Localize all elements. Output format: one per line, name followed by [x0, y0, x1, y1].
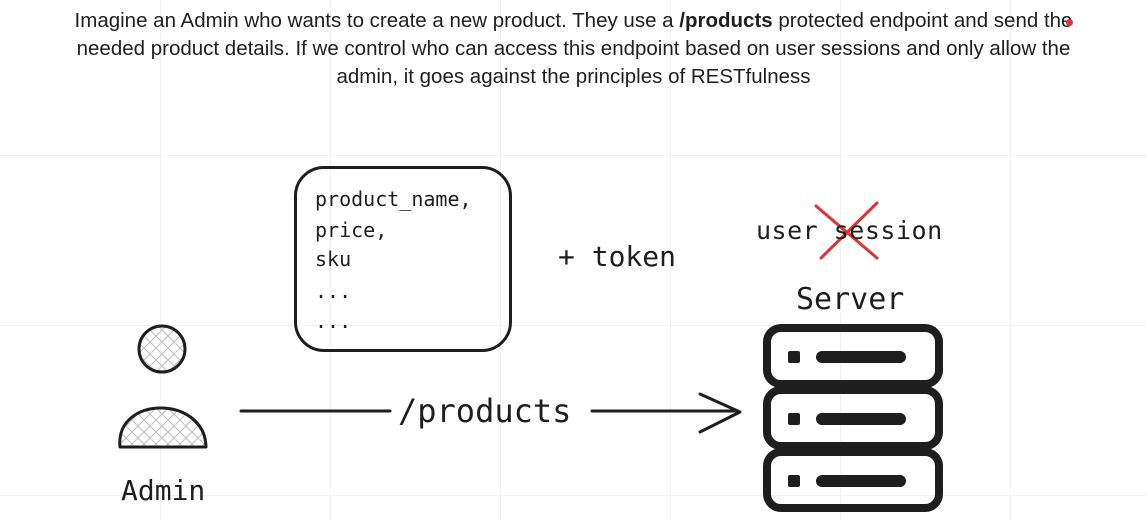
user-session-label: user session — [756, 216, 943, 245]
server-rack-icon — [763, 324, 943, 512]
caption-line-1-before: Imagine an Admin who wants to create a n… — [74, 9, 680, 32]
caption: Imagine an Admin who wants to create a n… — [0, 7, 1147, 91]
payload-field: price, — [315, 218, 388, 242]
admin-label: Admin — [121, 474, 206, 507]
payload-field: sku — [315, 247, 352, 271]
payload-field: ... — [315, 309, 352, 333]
cross-out-icon — [814, 201, 879, 260]
pointer-dot — [1066, 19, 1073, 26]
payload-box: product_name, price, sku ... ... — [294, 166, 512, 352]
payload-field: ... — [315, 279, 352, 303]
endpoint-label: /products — [398, 392, 572, 430]
token-label: + token — [558, 240, 677, 273]
caption-line-3: admin, it goes against the principles of… — [336, 65, 811, 88]
person-icon — [118, 324, 208, 449]
caption-line-1-after: protected endpoint and send the — [772, 9, 1073, 32]
caption-line-2: needed product details. If we control wh… — [76, 37, 1071, 60]
payload-field: product_name, — [315, 187, 472, 211]
caption-line-1: Imagine an Admin who wants to create a n… — [0, 7, 1147, 35]
request-arrow — [239, 392, 742, 434]
server-label: Server — [796, 282, 905, 317]
caption-endpoint: /products — [679, 9, 773, 32]
